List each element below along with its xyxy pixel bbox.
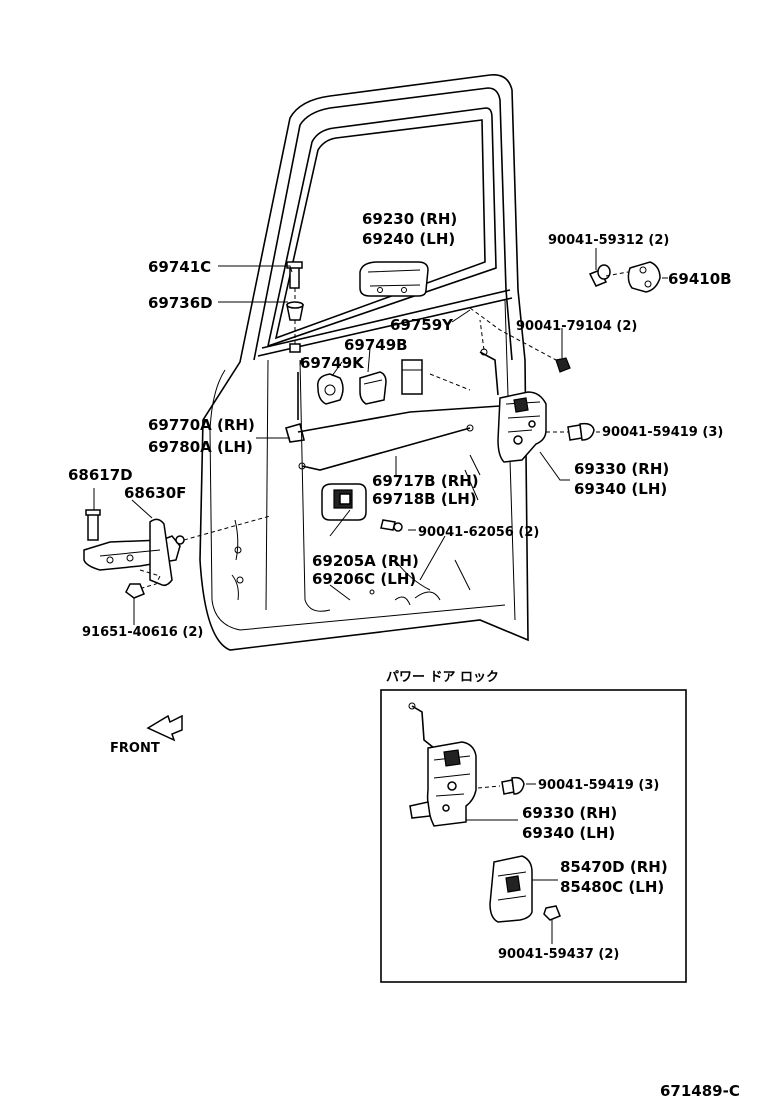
inset-label-69330: 69330 (RH) bbox=[522, 804, 617, 822]
label-69736d: 69736D bbox=[148, 294, 213, 312]
bushing-69736d bbox=[286, 301, 304, 321]
label-69330: 69330 (RH) bbox=[574, 460, 669, 478]
screw-90041-62056 bbox=[380, 519, 403, 532]
label-69230: 69230 (RH) bbox=[362, 210, 457, 228]
inset-label-90041-59437: 90041-59437 (2) bbox=[498, 947, 619, 962]
label-69240: 69240 (LH) bbox=[362, 230, 455, 248]
striker-69410b bbox=[627, 261, 661, 293]
nut-91651-40616 bbox=[125, 583, 145, 599]
outside-door-handle bbox=[359, 261, 429, 297]
rod-holder-69749k bbox=[317, 373, 344, 405]
label-69770a: 69770A (RH) bbox=[148, 416, 255, 434]
inset-title: パワー ドア ロック bbox=[386, 670, 499, 685]
label-69340: 69340 (LH) bbox=[574, 480, 667, 498]
label-69759y: 69759Y bbox=[390, 316, 454, 334]
label-68630f: 68630F bbox=[124, 484, 186, 502]
inset-label-90041-59419: 90041-59419 (3) bbox=[538, 778, 659, 793]
label-69749b: 69749B bbox=[344, 336, 408, 354]
inside-door-handle bbox=[321, 483, 367, 521]
label-69205a: 69205A (RH) bbox=[312, 552, 419, 570]
inset-nut-90041-59437 bbox=[543, 905, 561, 921]
inset-label-85470d: 85470D (RH) bbox=[560, 858, 668, 876]
label-68617d: 68617D bbox=[68, 466, 133, 484]
label-69717b: 69717B (RH) bbox=[372, 472, 479, 490]
lock-rod-69770a bbox=[285, 372, 501, 443]
inset-lock-assembly bbox=[408, 702, 477, 827]
inset-leader-lines bbox=[466, 783, 558, 944]
figure-id: 671489-C bbox=[660, 1082, 740, 1100]
door-lock-assembly bbox=[479, 348, 547, 463]
label-69410b: 69410B bbox=[668, 270, 732, 288]
door-check-68630f bbox=[83, 518, 185, 587]
nut-90041-79104 bbox=[555, 357, 571, 373]
label-69206c: 69206C (LH) bbox=[312, 570, 416, 588]
inset-label-85480c: 85480C (LH) bbox=[560, 878, 664, 896]
inset-box bbox=[380, 689, 687, 983]
remote-rod-69717b bbox=[298, 424, 474, 471]
label-90041-59312: 90041-59312 (2) bbox=[548, 233, 669, 248]
door-lock-motor bbox=[489, 855, 533, 923]
protector-69759y bbox=[401, 359, 423, 395]
screw-90041-59312 bbox=[588, 264, 611, 287]
front-arrow-icon bbox=[146, 714, 183, 742]
inset-label-69340: 69340 (LH) bbox=[522, 824, 615, 842]
label-90041-59419: 90041-59419 (3) bbox=[602, 425, 723, 440]
clip-part bbox=[289, 343, 301, 353]
label-90041-62056: 90041-62056 (2) bbox=[418, 525, 539, 540]
label-90041-79104: 90041-79104 (2) bbox=[516, 319, 637, 334]
leader-lines bbox=[93, 248, 668, 625]
label-69718b: 69718B (LH) bbox=[372, 490, 477, 508]
label-69741c: 69741C bbox=[148, 258, 211, 276]
bolt-68617d bbox=[85, 509, 101, 541]
rod-holder-69749b bbox=[359, 371, 387, 405]
label-69749k: 69749K bbox=[300, 354, 365, 372]
inset-screw-90041-59419 bbox=[501, 776, 525, 795]
label-91651-40616: 91651-40616 (2) bbox=[82, 625, 203, 640]
label-front: FRONT bbox=[110, 741, 160, 756]
screw-90041-59419 bbox=[567, 422, 595, 441]
label-69780a: 69780A (LH) bbox=[148, 438, 253, 456]
